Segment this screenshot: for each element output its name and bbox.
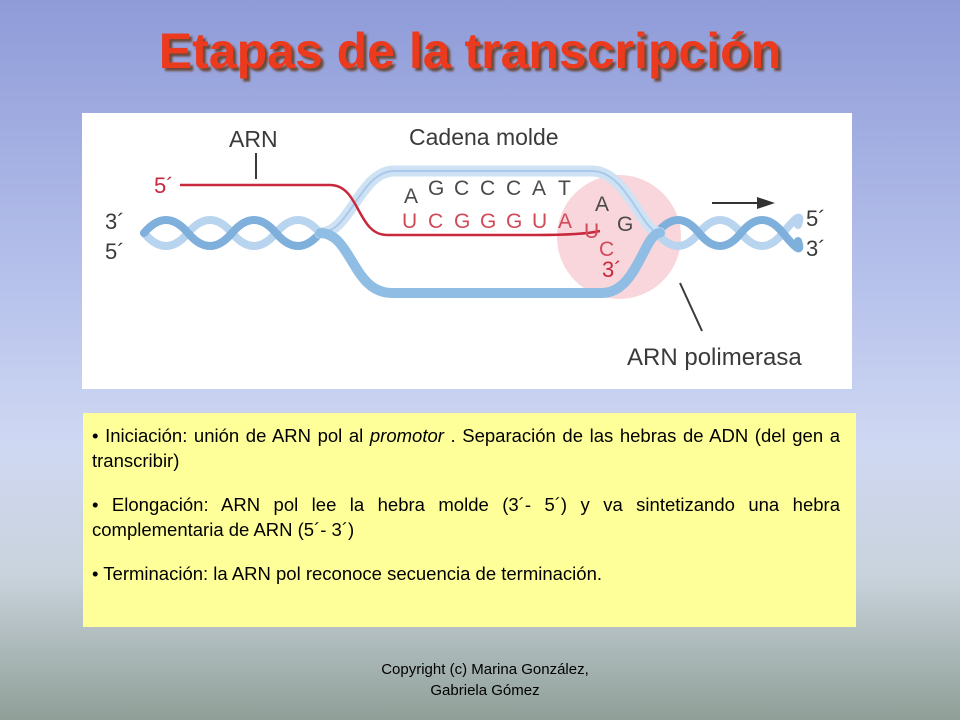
dna-helix-left <box>140 216 324 250</box>
arn-label: ARN <box>229 126 278 152</box>
cadena-molde-label: Cadena molde <box>409 124 559 150</box>
template-base: C <box>454 177 469 200</box>
bullet-terminacion: • Terminación: la ARN pol reconoce secue… <box>92 563 603 584</box>
bullet-iniciacion: • Iniciación: unión de ARN pol al promot… <box>92 425 840 471</box>
template-base: A <box>595 193 609 216</box>
rna-base: U <box>584 220 599 243</box>
right-top-end-label: 5´ <box>806 206 826 231</box>
transcription-diagram: ARN Cadena molde ARN polimerasa 3´ 5´ 5´… <box>82 113 852 389</box>
template-base: C <box>506 177 521 200</box>
rna-base: U <box>532 210 547 233</box>
bullet-elongacion: • Elongación: ARN pol lee la hebra molde… <box>92 494 840 540</box>
rna-3-end-label: 3´ <box>602 257 622 282</box>
right-bottom-end-label: 3´ <box>806 236 826 261</box>
template-base: G <box>617 213 633 236</box>
rna-base: G <box>454 210 470 233</box>
rna-base: G <box>480 210 496 233</box>
dna-helix-right <box>653 213 804 253</box>
template-base: T <box>558 177 571 200</box>
promotor-emphasis: promotor <box>369 425 444 446</box>
polymerase-pointer-line <box>679 282 703 332</box>
copyright-line-1: Copyright (c) Marina González, <box>381 661 589 678</box>
rna-base: C <box>599 238 614 261</box>
stages-text-box: • Iniciación: unión de ARN pol al promot… <box>83 413 856 627</box>
left-bottom-end-label: 5´ <box>105 239 125 264</box>
slide-title: Etapas de la transcripción <box>158 23 782 79</box>
coding-strand <box>315 228 665 298</box>
rna-polymerase-shape <box>557 175 681 299</box>
rna-base: G <box>506 210 522 233</box>
copyright-line-2: Gabriela Gómez <box>430 682 540 699</box>
rna-base: U <box>402 210 417 233</box>
rna-5-end-label: 5´ <box>154 173 174 198</box>
rna-base: A <box>558 210 572 233</box>
direction-arrow <box>712 197 775 209</box>
rna-base: C <box>428 210 443 233</box>
template-base: A <box>532 177 546 200</box>
transcription-svg: ARN Cadena molde ARN polimerasa 3´ 5´ 5´… <box>105 124 826 371</box>
copyright-footer: Copyright (c) Marina González, Gabriela … <box>300 659 670 701</box>
template-base: A <box>404 185 418 208</box>
rna-strand <box>180 183 601 237</box>
left-top-end-label: 3´ <box>105 209 125 234</box>
template-base: C <box>480 177 495 200</box>
template-base: G <box>428 177 444 200</box>
arn-polimerasa-label: ARN polimerasa <box>627 344 802 371</box>
